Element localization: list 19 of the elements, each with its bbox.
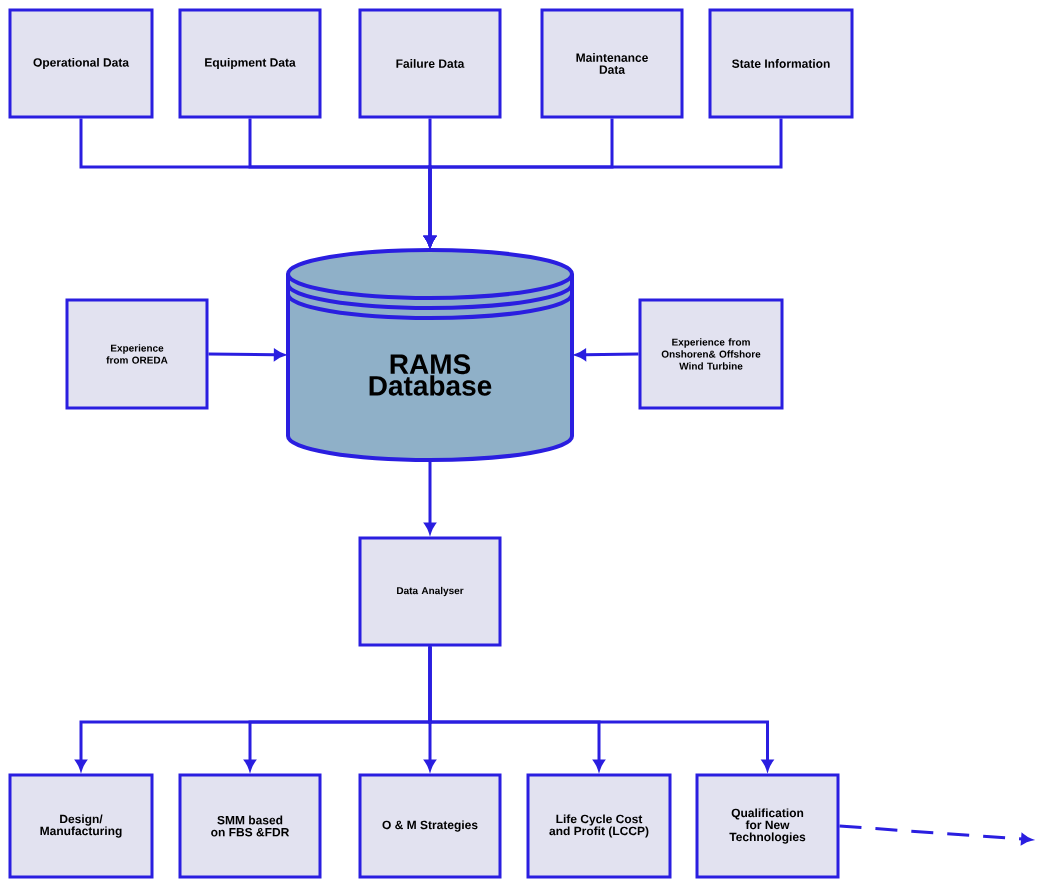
arrow — [839, 824, 1032, 845]
data-box: Maintenance Data — [540, 8, 684, 119]
database-cylinder: RAMS Database — [286, 248, 574, 462]
data-box: O & M Strategies — [358, 773, 502, 879]
arrow — [424, 118, 783, 247]
data-box: Life Cycle Cost and Profit (LCCP) — [526, 773, 672, 879]
arrow — [208, 349, 285, 361]
data-box: SMM based on FBS &FDR — [178, 773, 322, 879]
data-box: State Information — [708, 8, 854, 119]
data-box: Qualification for New Technologies — [695, 773, 840, 879]
data-box: Design/ Manufacturing — [8, 773, 154, 879]
data-box: Operational Data — [8, 8, 154, 119]
data-box: Data Analyser — [358, 536, 502, 647]
arrow — [424, 460, 436, 534]
data-box: Equipment Data — [178, 8, 322, 119]
data-box: Experience from OREDA — [65, 298, 209, 410]
data-box: Experience from Onshoren& Offshore Wind Turbine — [638, 298, 784, 410]
data-box: Failure Data — [358, 8, 502, 119]
arrow — [575, 349, 639, 361]
